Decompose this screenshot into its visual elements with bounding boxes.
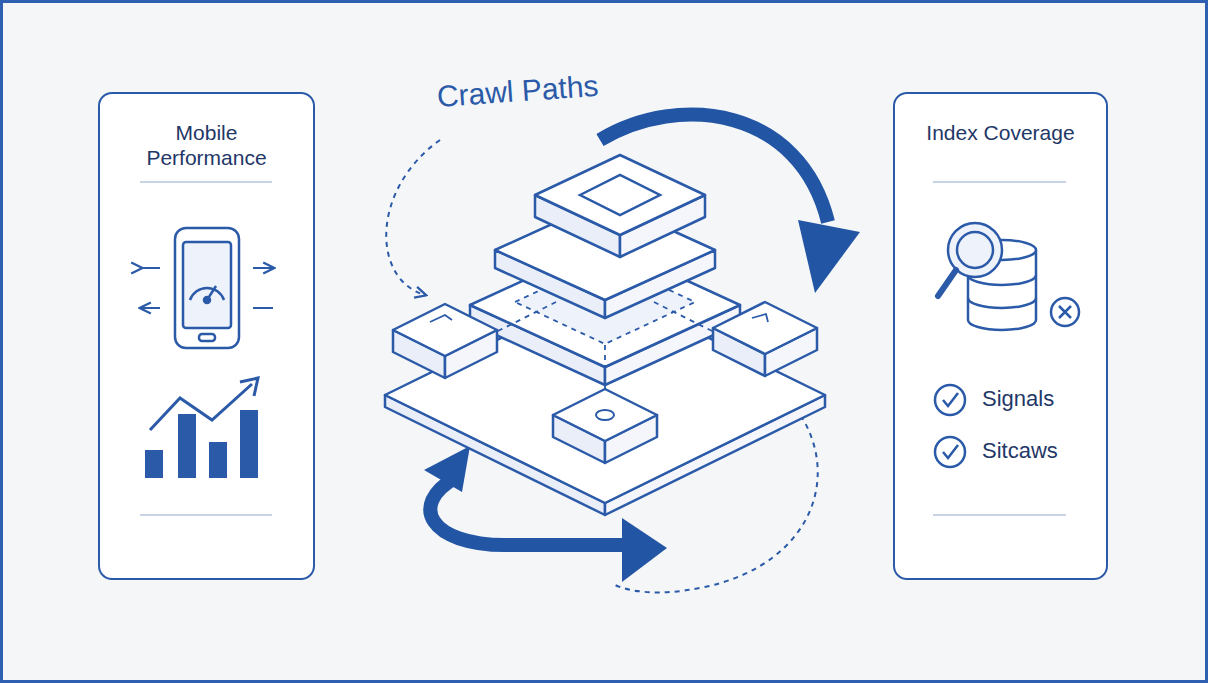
panel-fill bbox=[98, 92, 315, 580]
check-item: Sitcaws bbox=[982, 438, 1058, 464]
cycle-arrows bbox=[386, 115, 860, 593]
panel-heading: Index Coverage bbox=[916, 120, 1086, 145]
panel-card: Mobile Performance bbox=[98, 92, 315, 580]
index-icons bbox=[933, 182, 1079, 515]
mobile-icons bbox=[140, 182, 273, 515]
panel-fill bbox=[893, 92, 1108, 580]
check-item: Signals bbox=[982, 386, 1054, 412]
panel-card: Index Coverage bbox=[893, 92, 1108, 580]
panel-heading: Mobile Performance bbox=[122, 120, 292, 170]
platform-stack bbox=[385, 155, 825, 515]
diagram-label: Crawl Paths bbox=[436, 69, 600, 114]
